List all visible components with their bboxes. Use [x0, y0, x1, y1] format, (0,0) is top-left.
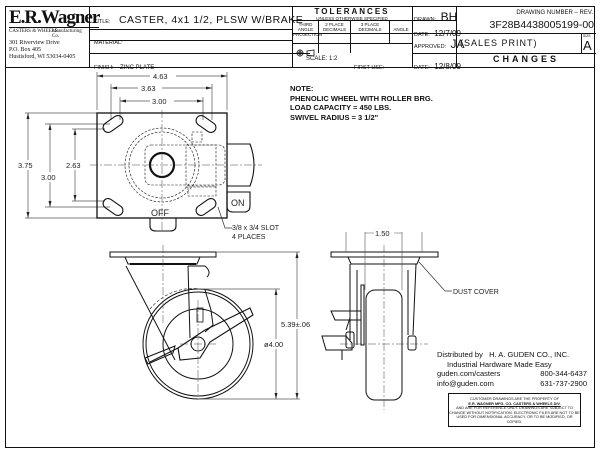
- approved-value: JA: [450, 37, 465, 51]
- two-place-decimals-label: 2 PLACE DECIMALS: [322, 22, 346, 32]
- drawn-value: BH: [440, 10, 458, 24]
- three-place-decimals-label: 3 PLACE DECIMALS: [358, 22, 382, 32]
- drawing-sheet: E.R.Wagner CASTERS & WHEELS Manufacturin…: [5, 6, 596, 448]
- company-address: 301 Riverview Drive P.O. Box 405 Hustisf…: [9, 40, 75, 61]
- disclaimer-box: CUSTOMER DRAWINGS ARE THE PROPERTY OF E.…: [448, 393, 581, 427]
- third-angle-projection-label: THIRD ANGLE PROJECTION: [293, 22, 323, 37]
- drawing-number-label: DRAWING NUMBER – REV.: [516, 10, 593, 16]
- scale-label: SCALE:: [306, 56, 328, 62]
- first-use-label: FIRST USE:: [354, 65, 385, 71]
- on-label: ON: [231, 198, 245, 208]
- finish-field: FINISH: ZINC PLATE: [94, 56, 154, 74]
- size-label: SIZE: [583, 34, 591, 38]
- material-label: MATERIAL:: [94, 40, 123, 46]
- drawn-field: DRAWN: BH: [414, 8, 457, 26]
- address-line: P.O. Box 405: [9, 47, 42, 53]
- company-logo-block: E.R.Wagner CASTERS & WHEELS Manufacturin…: [6, 7, 100, 67]
- dim-wheel-width: 1.50: [375, 229, 390, 238]
- title-field: TITLE: CASTER, 4x1 1/2, PLSW W/BRAKE: [94, 10, 303, 28]
- distributor-email[interactable]: info@guden.com: [437, 378, 494, 388]
- notes-block: NOTE: PHENOLIC WHEEL WITH ROLLER BRG. LO…: [290, 84, 433, 122]
- note-line: SWIVEL RADIUS = 3 1/2": [290, 112, 379, 122]
- dim-wheel-diameter: ø4.00: [264, 340, 283, 349]
- company-logo: E.R.Wagner: [9, 7, 100, 28]
- slot-note-line1: 3/8 x 3/4 SLOT: [232, 225, 280, 232]
- approved-date-label: DATE:: [414, 65, 430, 71]
- off-tab: [149, 218, 177, 232]
- finish-label: FINISH:: [94, 65, 114, 71]
- dim-bolt-outer-width: 3.63: [141, 84, 156, 93]
- distributor-phone-tollfree: 800-344-6437: [540, 369, 587, 378]
- title-label: TITLE:: [94, 19, 111, 25]
- address-line: Hustisford, WI 53034-0405: [9, 54, 76, 60]
- dust-cover-label: DUST COVER: [453, 289, 499, 296]
- dim-bolt-inner-width: 3.00: [152, 97, 167, 106]
- distributor-website[interactable]: guden.com/casters: [437, 369, 501, 378]
- notes-heading: NOTE:: [290, 84, 314, 93]
- address-line: 301 Riverview Drive: [9, 40, 60, 46]
- disclaimer-line3: AND ARE FOR REFERENCE ONLY. DRAWINGS ARE…: [449, 406, 580, 424]
- tolerances-heading: TOLERANCES: [314, 7, 390, 16]
- approved-label: APPROVED:: [414, 44, 447, 50]
- side-view: [109, 245, 254, 400]
- drawn-date-field: DATE: 12/7/09: [414, 23, 461, 41]
- distributor-name: Distributed by H. A. GUDEN CO., INC.: [437, 350, 570, 359]
- dim-overall-height: 5.39±.06: [281, 320, 310, 329]
- disclaimer-line1: CUSTOMER DRAWINGS ARE THE PROPERTY OF: [470, 397, 559, 401]
- dimension-arrows: [26, 74, 227, 218]
- scale-value: 1:2: [329, 56, 338, 62]
- distributor-slogan: Industrial Hardware Made Easy: [447, 359, 552, 369]
- approved-date-field: DATE: 12/8/09: [414, 56, 461, 74]
- changes-heading: CHANGES: [492, 54, 559, 64]
- title-value: CASTER, 4x1 1/2, PLSW W/BRAKE: [118, 14, 304, 26]
- first-use-field: FIRST USE:: [354, 56, 384, 74]
- dim-plate-height: 3.75: [18, 161, 33, 170]
- slot-leader: [217, 206, 232, 229]
- approved-date-value: 12/8/09: [434, 62, 461, 71]
- dim-bolt-inner-height: 2.63: [66, 161, 81, 170]
- note-line: PHENOLIC WHEEL WITH ROLLER BRG.: [290, 93, 433, 103]
- off-label: OFF: [151, 208, 169, 218]
- material-field: MATERIAL:: [94, 31, 123, 49]
- slot-note-line2: 4 PLACES: [232, 234, 266, 241]
- distributor-phone: 631-737-2900: [540, 378, 587, 388]
- company-tagline-right: Manufacturing Co.: [52, 29, 82, 39]
- side-dimension-arrows: [274, 252, 299, 399]
- approved-field: APPROVED: JA: [414, 35, 465, 53]
- note-line: LOAD CAPACITY = 450 LBS.: [290, 103, 392, 112]
- drawn-label: DRAWN:: [414, 17, 437, 23]
- third-angle-projection-icon: [296, 44, 318, 62]
- drawn-date-label: DATE:: [414, 32, 430, 38]
- front-view: [321, 232, 439, 410]
- scale-field: SCALE: 1:2: [306, 56, 337, 62]
- sales-print-label: (SALES PRINT): [460, 38, 538, 48]
- disclaimer-line2: E.R. WAGNER MFG. CO. CASTERS & WHEELS DI…: [468, 401, 561, 406]
- finish-value: ZINC PLATE: [120, 65, 155, 71]
- drawing-number: 3F28B4438005199-00: [489, 19, 594, 31]
- dust-cover-leader: [418, 261, 452, 292]
- distributor-block: Distributed by H. A. GUDEN CO., INC. Ind…: [437, 350, 587, 388]
- dim-overall-width: 4.63: [153, 72, 168, 81]
- company-tagline-left: CASTERS & WHEELS: [9, 29, 58, 34]
- dim-bolt-outer-height: 3.00: [41, 173, 56, 182]
- tolerances-block: TOLERANCES UNLESS OTHERWISE SPECIFIED: [292, 7, 412, 22]
- title-block: E.R.Wagner CASTERS & WHEELS Manufacturin…: [6, 7, 596, 71]
- angle-label: ANGLE: [393, 27, 409, 32]
- center-lines: [90, 110, 262, 232]
- top-view: [90, 110, 262, 232]
- tolerances-subheading: UNLESS OTHERWISE SPECIFIED: [316, 16, 388, 21]
- mounting-slots: [102, 115, 217, 216]
- drawn-date-value: 12/7/09: [434, 29, 461, 38]
- size-value: A: [583, 38, 592, 53]
- on-tab: [226, 191, 251, 213]
